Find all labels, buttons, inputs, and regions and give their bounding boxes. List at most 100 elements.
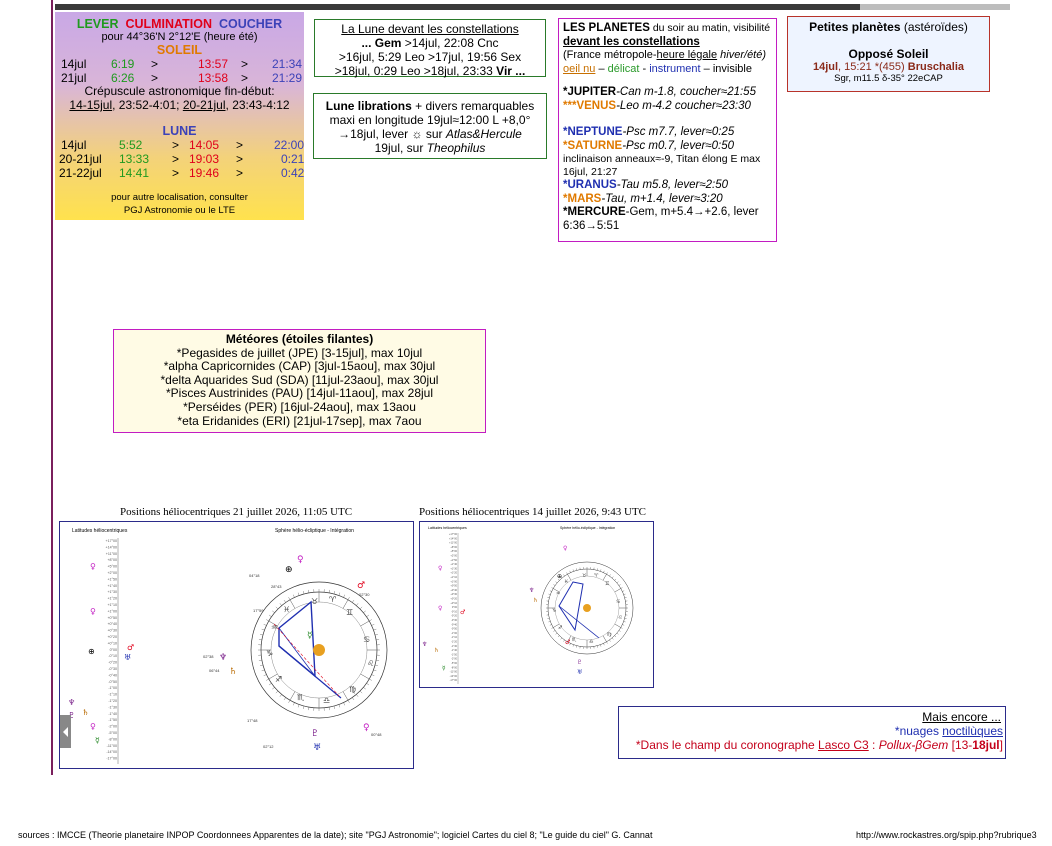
lat-tick-label: -0°50 [108, 680, 117, 684]
wheel-tick [369, 678, 372, 681]
wheel-tick [279, 694, 282, 697]
lat-tick-label: +8°00 [450, 546, 457, 549]
wheel-tick [603, 570, 605, 573]
svg-text:♊: ♊ [346, 608, 353, 617]
wheel-tick [263, 674, 267, 676]
wheel-tick [553, 630, 556, 632]
header-coucher: COUCHER [218, 17, 283, 31]
wheel-tick [333, 705, 335, 709]
wheel-tick [606, 572, 608, 575]
lat-tick-label: +1°10 [107, 603, 117, 607]
sphere-title: Sphère hélio-écliptique - Intégration [275, 528, 354, 534]
planet-neptune: *NEPTUNE-Psc m7.7, lever≈0:25 [563, 126, 735, 138]
lat-tick-label: -0°20 [451, 615, 458, 618]
wheel-tick [268, 614, 272, 617]
lat-tick-label: +2°00 [450, 555, 457, 558]
left-rule [51, 0, 53, 775]
svg-text:⊕: ⊕ [557, 573, 562, 580]
svg-text:☿: ☿ [442, 665, 446, 672]
svg-text:♒: ♒ [556, 591, 561, 597]
svg-text:♎: ♎ [323, 696, 330, 705]
wheel-tick [308, 707, 310, 711]
asteroids-line-2: Sgr, m11.5 δ-35° 22eCAP [834, 73, 943, 84]
sphere-title: Sphère hélio-écliptique - Intégration [560, 526, 615, 530]
wheel-tick [333, 591, 335, 595]
wheel-tick [566, 572, 568, 575]
wheel-spoke [614, 623, 621, 628]
wheel-tick [563, 639, 565, 642]
wheel-spoke [553, 623, 560, 628]
meteor-item: *delta Aquarides Sud (SDA) [11jul-23aou]… [160, 372, 439, 387]
lat-tick-label: +11°00 [106, 552, 117, 556]
lat-tick-label: +1°30 [450, 567, 457, 570]
svg-text:♀: ♀ [438, 605, 442, 612]
wheel-tick [268, 683, 272, 686]
wheel-tick [356, 603, 359, 606]
meteors-box: Météores (étoiles filantes) *Pegasides d… [113, 329, 486, 433]
lat-tick-label: +5°00 [450, 550, 457, 553]
lat-tick-label: -11°00 [450, 671, 458, 674]
librations-box: Lune librations + divers remarquables ma… [313, 93, 547, 159]
wheel-tick [347, 597, 350, 600]
lat-tick-label: -17°00 [450, 679, 458, 682]
wheel-tick [618, 584, 621, 586]
wheel-spoke [289, 599, 296, 609]
wheel-tick [363, 610, 366, 613]
wheel-tick [548, 621, 551, 623]
lat-tick-label: -0°50 [451, 628, 458, 631]
svg-text:♆: ♆ [529, 587, 534, 594]
wheel-tick [303, 591, 305, 595]
wheel-tick [596, 568, 598, 571]
svg-text:17°59: 17°59 [253, 608, 264, 613]
lat-tick-label: +1°40 [107, 584, 117, 588]
svg-text:♉: ♉ [311, 597, 318, 606]
lat-tick-label: +5°00 [107, 565, 117, 569]
lat-tick-label: +17°00 [449, 533, 458, 536]
lat-tick-label: -0°30 [108, 667, 117, 671]
lat-tick-label: +0°10 [107, 641, 117, 645]
wheel-tick [275, 606, 279, 610]
asteroids-box: Petites planètes (astéroïdes) Opposé Sol… [787, 16, 990, 92]
wheel-tick [623, 593, 626, 595]
wheel-tick [622, 624, 625, 626]
venus-icon: ♀ [90, 722, 96, 731]
wheel-tick [328, 707, 330, 711]
lat-tick-label: -1°40 [108, 712, 117, 716]
svg-text:♐: ♐ [275, 675, 282, 684]
planet-mercure: *MERCURE-Gem, m+5.4→+2.6, lever 6:36→5:5… [563, 206, 759, 232]
lat-tick-label: +1°40 [450, 563, 457, 566]
wheel-tick [596, 645, 598, 648]
svg-text:♋: ♋ [363, 635, 370, 644]
svg-text:♓: ♓ [283, 605, 290, 614]
lat-tick-label: -0°20 [108, 661, 117, 665]
footer-url[interactable]: http://www.rockastres.org/spip.php?rubri… [856, 830, 1037, 840]
lat-tick-label: +1°50 [450, 559, 457, 562]
lat-tick-label: -1°50 [451, 653, 458, 656]
wheel-tick [275, 690, 279, 694]
svg-text:02°38: 02°38 [203, 654, 214, 659]
mars-icon: ♂ [127, 643, 134, 652]
lat-tick-label: -1°30 [451, 645, 458, 648]
wheel-tick [352, 697, 355, 701]
lat-tick-label: +0°40 [107, 622, 117, 626]
lat-tick-label: -1°00 [108, 686, 117, 690]
wheel-tick [618, 630, 621, 632]
wheel-tick [603, 643, 605, 646]
wheel-tick [620, 587, 623, 589]
moon-row: 14jul 5:52 > 14:05 > 22:00 [61, 138, 305, 152]
wheel-tick [609, 574, 611, 577]
lasco-link[interactable]: Lasco C3 [818, 738, 869, 752]
lat-tick-label: -1°40 [451, 649, 458, 652]
wheel-tick [620, 627, 623, 629]
wheel-spoke [614, 588, 621, 593]
noctilucent-link[interactable]: noctilùques [942, 724, 1003, 738]
wheel-tick [338, 592, 341, 596]
meteor-item: *Pegasides de juillet (JPE) [3-15jul], m… [176, 345, 423, 360]
wheel-tick [260, 664, 264, 666]
moon-constellations-line: >16jul, 5:29 Leo >17jul, 19:56 Sex [338, 50, 522, 64]
wheel-tick [279, 603, 282, 606]
lat-tick-label: +1°00 [107, 609, 117, 613]
wheel-tick [283, 697, 286, 701]
coronograph-line: *Dans le champ du coronographe Lasco C3 … [635, 738, 1003, 752]
asteroids-title: Petites planètes (astéroïdes) [809, 20, 968, 34]
